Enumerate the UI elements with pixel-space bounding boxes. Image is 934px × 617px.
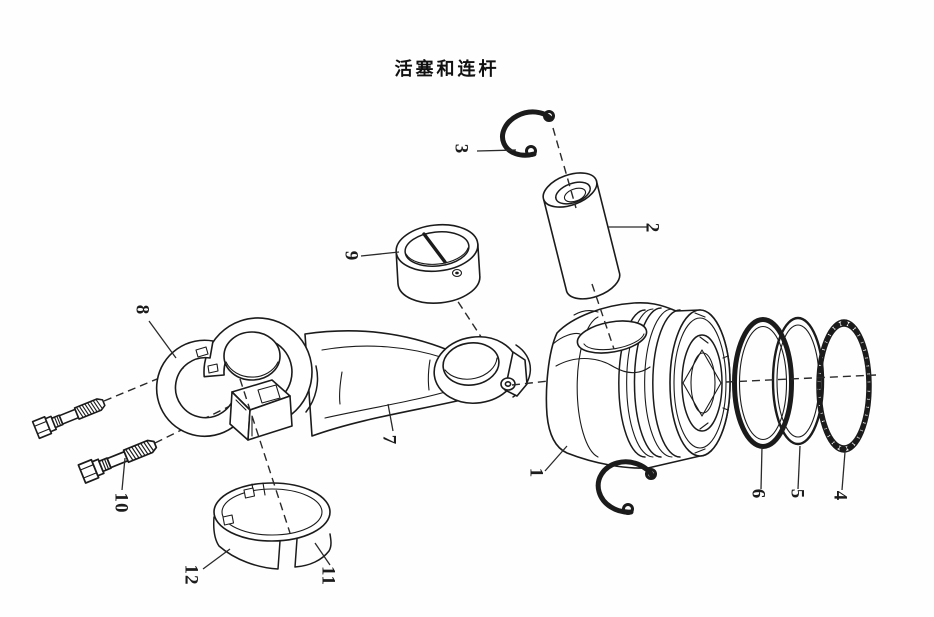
oil-ring-drawing: [816, 319, 872, 453]
part-label-9: 9: [340, 250, 362, 262]
part-label-7: 7: [378, 434, 400, 446]
piston-ring-drawing: [771, 316, 825, 446]
circlip-drawing: [595, 459, 657, 515]
part-label-6: 6: [747, 488, 769, 500]
bushing-drawing: [395, 223, 481, 304]
piston-ring-drawing: [732, 317, 794, 449]
part-label-1: 1: [525, 467, 547, 479]
diagram-title: 活塞和连杆: [394, 59, 500, 79]
rod-cap-drawing: [155, 339, 293, 441]
piston-drawing: [545, 301, 731, 469]
rod-bolt-drawing: [31, 398, 106, 440]
part-label-5: 5: [786, 488, 808, 500]
callout-leader-lines: [121, 149, 846, 570]
part-label-4: 4: [829, 490, 851, 502]
part-label-3: 3: [450, 143, 472, 155]
assembly-dashed-lines: [239, 165, 877, 534]
circlip-drawing: [500, 109, 555, 158]
rod-small-end: [433, 336, 532, 404]
part-label-2: 2: [641, 222, 663, 234]
part-label-10: 10: [110, 492, 132, 514]
rod-bolt-drawing: [77, 439, 158, 484]
bearing-shells-drawing: [213, 482, 332, 570]
part-label-8: 8: [131, 304, 153, 316]
piston-pin-drawing: [542, 172, 621, 300]
part-label-11: 11: [317, 566, 339, 586]
part-label-12: 12: [180, 564, 202, 586]
